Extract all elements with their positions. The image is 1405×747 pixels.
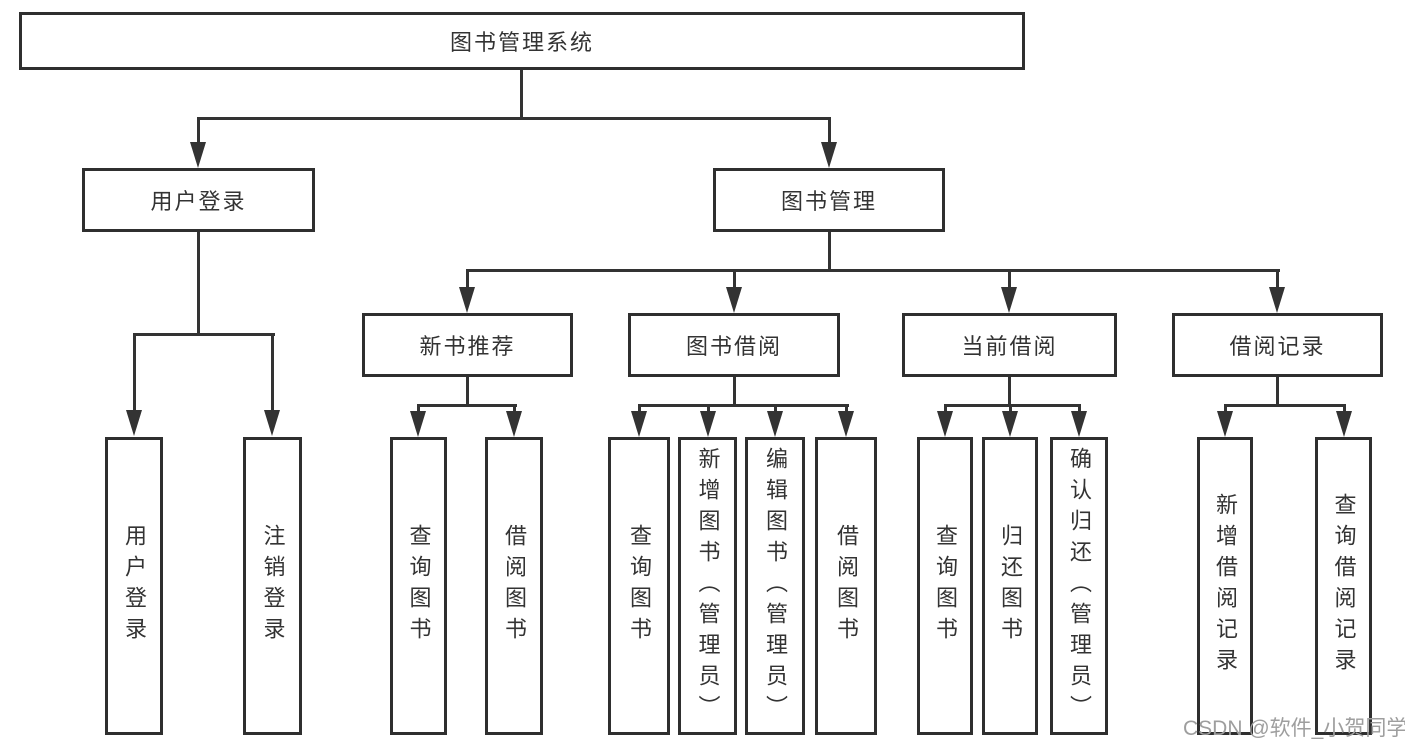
leaf-return-books-label: 归还图书 <box>998 524 1023 648</box>
arrowhead-down-icon <box>767 411 783 437</box>
connector-line <box>707 404 710 413</box>
leaf-query-borrow-record: 查询借阅记录 <box>1315 437 1372 735</box>
node-new-book-recommend: 新书推荐 <box>362 313 573 377</box>
leaf-borrow-books-1-label: 借阅图书 <box>502 524 527 648</box>
arrowhead-down-icon <box>126 410 142 436</box>
leaf-borrow-books-2: 借阅图书 <box>815 437 877 735</box>
connector-line <box>1276 377 1279 407</box>
connector-line <box>828 232 831 272</box>
leaf-add-books-admin: 新增图书（管理员） <box>678 437 737 735</box>
leaf-add-books-admin-label: 新增图书（管理员） <box>695 446 721 726</box>
connector-line <box>1276 269 1279 289</box>
connector-line <box>944 404 1081 407</box>
connector-line <box>133 333 275 336</box>
connector-line <box>1008 377 1011 407</box>
leaf-query-borrow-record-label: 查询借阅记录 <box>1331 493 1357 679</box>
leaf-edit-books-admin-label: 编辑图书（管理员） <box>763 446 788 726</box>
connector-line <box>733 269 736 289</box>
connector-line <box>1008 269 1011 289</box>
connector-line <box>417 404 517 407</box>
node-current-borrow: 当前借阅 <box>902 313 1117 377</box>
arrowhead-down-icon <box>937 411 953 437</box>
connector-line <box>638 404 849 407</box>
node-user-login-label: 用户登录 <box>150 189 247 214</box>
leaf-query-books-3: 查询图书 <box>917 437 973 735</box>
connector-line <box>466 269 469 289</box>
leaf-borrow-books-2-label: 借阅图书 <box>834 524 859 648</box>
node-book-management: 图书管理 <box>713 168 945 232</box>
leaf-confirm-return-admin: 确认归还（管理员） <box>1050 437 1108 735</box>
arrowhead-down-icon <box>190 142 206 168</box>
connector-line <box>944 404 947 413</box>
leaf-logout-label: 注销登录 <box>260 524 286 648</box>
connector-line <box>133 333 136 411</box>
connector-line <box>1224 404 1346 407</box>
arrowhead-down-icon <box>1001 287 1017 313</box>
arrowhead-down-icon <box>1002 411 1018 437</box>
connector-line <box>1078 404 1081 413</box>
arrowhead-down-icon <box>264 410 280 436</box>
leaf-edit-books-admin: 编辑图书（管理员） <box>745 437 805 735</box>
connector-line <box>513 404 516 413</box>
connector-line <box>466 377 469 407</box>
connector-line <box>1224 404 1227 413</box>
leaf-add-borrow-record: 新增借阅记录 <box>1197 437 1253 735</box>
node-user-login: 用户登录 <box>82 168 315 232</box>
node-book-borrow: 图书借阅 <box>628 313 840 377</box>
arrowhead-down-icon <box>410 411 426 437</box>
arrowhead-down-icon <box>1217 411 1233 437</box>
connector-line <box>1343 404 1346 413</box>
leaf-confirm-return-admin-label: 确认归还（管理员） <box>1067 446 1092 726</box>
watermark: CSDN @软件_小贺同学 <box>1183 717 1405 740</box>
leaf-query-books-3-label: 查询图书 <box>933 524 958 648</box>
arrowhead-down-icon <box>506 411 522 437</box>
connector-line <box>417 404 420 413</box>
leaf-user-login: 用户登录 <box>105 437 163 735</box>
arrowhead-down-icon <box>631 411 647 437</box>
connector-line <box>197 117 200 144</box>
node-new-book-recommend-label: 新书推荐 <box>419 334 516 359</box>
arrowhead-down-icon <box>821 142 837 168</box>
connector-line <box>638 404 641 413</box>
leaf-logout: 注销登录 <box>243 437 302 735</box>
connector-line <box>520 70 523 119</box>
leaf-return-books: 归还图书 <box>982 437 1038 735</box>
connector-line <box>845 404 848 413</box>
connector-line <box>733 377 736 407</box>
connector-line <box>197 117 831 120</box>
leaf-query-books-1: 查询图书 <box>390 437 447 735</box>
leaf-query-books-2-label: 查询图书 <box>627 524 652 648</box>
leaf-query-books-2: 查询图书 <box>608 437 670 735</box>
connector-line <box>828 117 831 144</box>
node-root-label: 图书管理系统 <box>449 30 594 55</box>
node-book-management-label: 图书管理 <box>780 189 877 214</box>
connector-line <box>774 404 777 413</box>
arrowhead-down-icon <box>459 287 475 313</box>
node-current-borrow-label: 当前借阅 <box>961 334 1058 359</box>
leaf-query-books-1-label: 查询图书 <box>406 524 432 648</box>
leaf-borrow-books-1: 借阅图书 <box>485 437 543 735</box>
arrowhead-down-icon <box>700 411 716 437</box>
node-borrow-records: 借阅记录 <box>1172 313 1383 377</box>
arrowhead-down-icon <box>1336 411 1352 437</box>
connector-line <box>466 269 1280 272</box>
arrowhead-down-icon <box>1269 287 1285 313</box>
connector-line <box>197 232 200 334</box>
connector-line <box>271 333 274 411</box>
node-borrow-records-label: 借阅记录 <box>1229 334 1326 359</box>
node-book-borrow-label: 图书借阅 <box>685 334 782 359</box>
node-root: 图书管理系统 <box>19 12 1025 70</box>
leaf-user-login-label: 用户登录 <box>122 524 147 648</box>
leaf-add-borrow-record-label: 新增借阅记录 <box>1213 493 1238 679</box>
connector-line <box>1009 404 1012 413</box>
arrowhead-down-icon <box>726 287 742 313</box>
arrowhead-down-icon <box>838 411 854 437</box>
arrowhead-down-icon <box>1071 411 1087 437</box>
